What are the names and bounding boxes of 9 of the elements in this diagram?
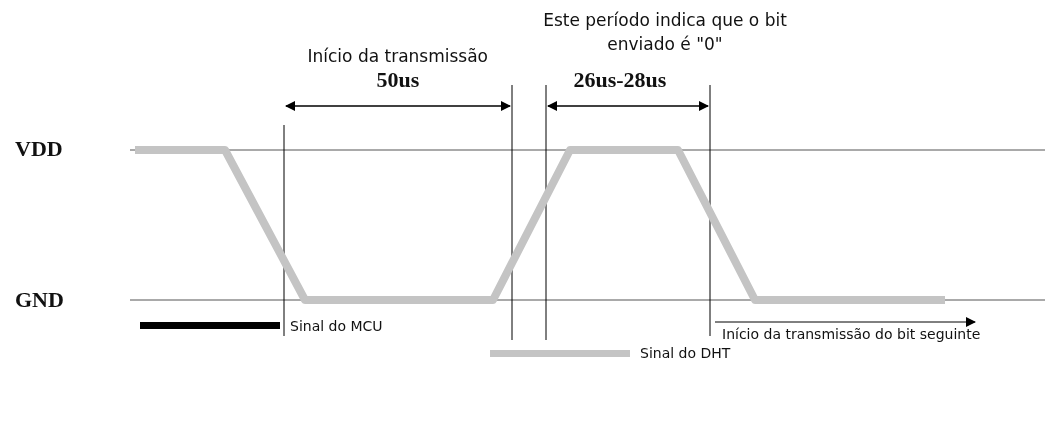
annotation-text: Início da transmissão do bit seguinte <box>722 326 981 342</box>
duration-label: 50us <box>376 67 420 93</box>
annotation-text: Este período indica que o bit enviado é "0" <box>542 9 788 56</box>
voltage-label: GND <box>15 287 64 313</box>
duration-label: 26us-28us <box>573 67 667 93</box>
legend-label: Sinal do DHT <box>640 345 731 361</box>
legend-label: Sinal do MCU <box>290 318 383 334</box>
voltage-label: VDD <box>15 136 63 162</box>
annotation-text: Início da transmissão <box>307 46 489 66</box>
